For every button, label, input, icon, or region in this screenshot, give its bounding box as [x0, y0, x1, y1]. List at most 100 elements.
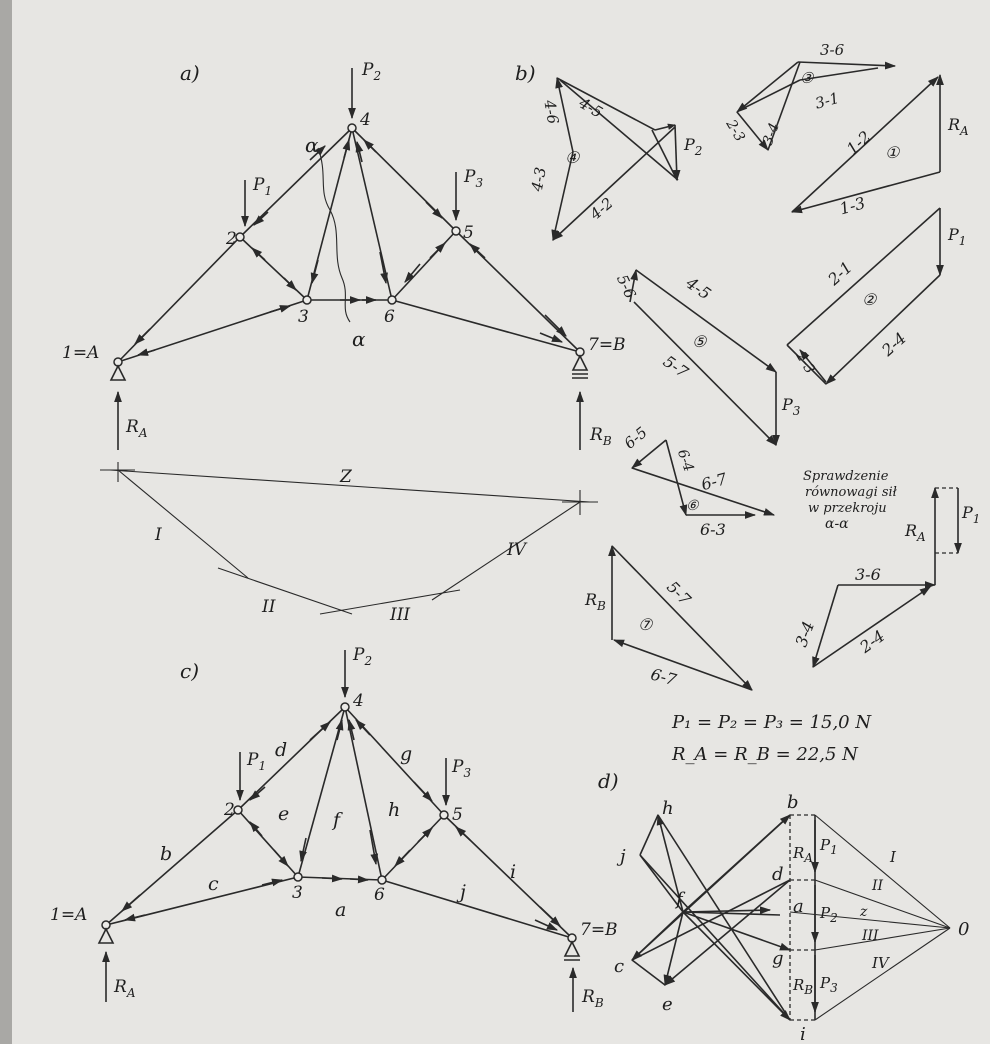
svg-text:2: 2	[223, 800, 235, 820]
ra-label-a: RA	[125, 417, 148, 440]
svg-text:②: ②	[862, 290, 878, 309]
svg-text:P2: P2	[683, 135, 702, 158]
string-II	[217, 567, 353, 615]
svg-text:RA: RA	[113, 977, 136, 1000]
svg-text:⑦: ⑦	[638, 615, 654, 634]
truss-c-nodes	[101, 702, 577, 943]
polygon-4: 4-5 4-6 4-3 4-2 ④ P2	[528, 76, 702, 242]
pin-support-a	[109, 364, 127, 381]
z-label: Z	[339, 467, 353, 487]
svg-text:7=B: 7=B	[580, 920, 618, 940]
svg-text:h: h	[662, 798, 674, 819]
svg-text:RB: RB	[584, 590, 606, 613]
section-check: Sprawdzenie równowagi sił w przekroju α-…	[791, 469, 980, 669]
svg-text:6-5: 6-5	[621, 423, 651, 452]
polygon-5: 5-6 4-5 5-7 P3 ⑤	[613, 268, 801, 447]
member-6-5	[391, 230, 457, 301]
polygon-7: 5-7 6-7 RB ⑦	[584, 544, 753, 691]
svg-text:6-7: 6-7	[649, 665, 680, 690]
member-6-7	[391, 299, 581, 353]
svg-text:④: ④	[565, 148, 581, 167]
III-label: III	[389, 605, 410, 625]
svg-text:2-4: 2-4	[877, 329, 910, 361]
svg-text:6-4: 6-4	[674, 447, 697, 474]
node-5-label: 5	[463, 223, 474, 243]
svg-text:1=A: 1=A	[50, 905, 87, 925]
string-I	[117, 469, 249, 579]
string-III	[319, 589, 461, 615]
zone-f-label: f	[331, 809, 343, 831]
svg-text:6-3: 6-3	[700, 520, 726, 539]
svg-text:1-2: 1-2	[843, 127, 875, 158]
member-6-4	[351, 127, 393, 301]
node-4-label: 4	[359, 110, 371, 130]
svg-text:i: i	[800, 1024, 806, 1044]
zone-h-label: h	[388, 799, 400, 821]
closing-line-z	[109, 469, 591, 503]
zone-g-label: g	[400, 743, 412, 765]
svg-text:P1: P1	[961, 503, 980, 526]
svg-text:4-6: 4-6	[540, 98, 562, 126]
svg-text:P3: P3	[451, 757, 471, 780]
cremona-d: d) b h j f	[598, 769, 969, 1044]
alpha-top-label: α	[305, 133, 319, 157]
svg-text:2-4: 2-4	[855, 626, 888, 657]
svg-text:3-4: 3-4	[791, 619, 818, 650]
svg-text:⑤: ⑤	[692, 332, 708, 351]
svg-text:e: e	[662, 994, 673, 1015]
equation-r: R_A = R_B = 22,5 N	[671, 744, 859, 765]
IV-label: IV	[506, 540, 528, 560]
panel-b-label: b)	[515, 61, 536, 85]
check-title-4: α-α	[825, 516, 849, 532]
svg-text:P1: P1	[947, 225, 966, 248]
equations: P₁ = P₂ = P₃ = 15,0 N R_A = R_B = 22,5 N	[671, 712, 872, 765]
svg-text:3: 3	[292, 883, 303, 903]
svg-text:d: d	[772, 864, 784, 885]
svg-text:I: I	[889, 848, 897, 866]
truss-c: c)	[50, 645, 618, 1012]
svg-text:RA: RA	[904, 521, 926, 544]
svg-text:II: II	[871, 878, 884, 894]
truss-a-members	[117, 127, 581, 363]
svg-text:IV: IV	[871, 954, 891, 972]
zone-a-label: a	[335, 899, 346, 921]
svg-text:⑥: ⑥	[686, 498, 700, 514]
truss-c-arrows	[121, 718, 561, 931]
svg-text:RB: RB	[792, 976, 813, 997]
svg-text:4-3: 4-3	[528, 166, 550, 194]
svg-text:P3: P3	[781, 395, 801, 418]
section-cut-alpha	[317, 147, 351, 323]
zone-e-label: e	[278, 803, 289, 825]
svg-text:P1: P1	[819, 836, 838, 857]
zone-b-label: b	[160, 843, 172, 865]
svg-text:2-1: 2-1	[823, 258, 856, 290]
check-title-3: w przekroju	[808, 501, 887, 516]
panel-c-label: c)	[180, 659, 199, 683]
funicular-polygon: Z I II III IV	[100, 462, 598, 625]
zone-j-label: j	[456, 881, 466, 903]
svg-text:5: 5	[452, 805, 463, 825]
polygon-3: 3-6 3-1 3-4 2-3 ③	[722, 41, 897, 151]
rb-label-a: RB	[589, 425, 612, 448]
svg-text:0: 0	[958, 919, 969, 940]
svg-text:3-6: 3-6	[855, 565, 881, 584]
II-label: II	[261, 597, 276, 617]
svg-text:g: g	[772, 948, 784, 969]
svg-text:3-4: 3-4	[760, 121, 783, 148]
svg-text:5-7: 5-7	[663, 577, 695, 609]
zone-c-label: c	[208, 873, 219, 895]
member-2-3	[239, 236, 308, 301]
panel-a-label: a)	[180, 61, 200, 85]
svg-text:①: ①	[885, 143, 901, 162]
svg-text:1-3: 1-3	[837, 193, 867, 218]
svg-text:P2: P2	[819, 904, 838, 925]
check-title-1: Sprawdzenie	[803, 469, 889, 484]
I-label: I	[154, 525, 162, 545]
svg-text:a: a	[793, 896, 804, 917]
node-3-label: 3	[298, 307, 309, 327]
svg-text:3-6: 3-6	[820, 41, 845, 59]
node-1-label: 1=A	[62, 343, 99, 363]
p1-label-a: P1	[252, 175, 272, 198]
